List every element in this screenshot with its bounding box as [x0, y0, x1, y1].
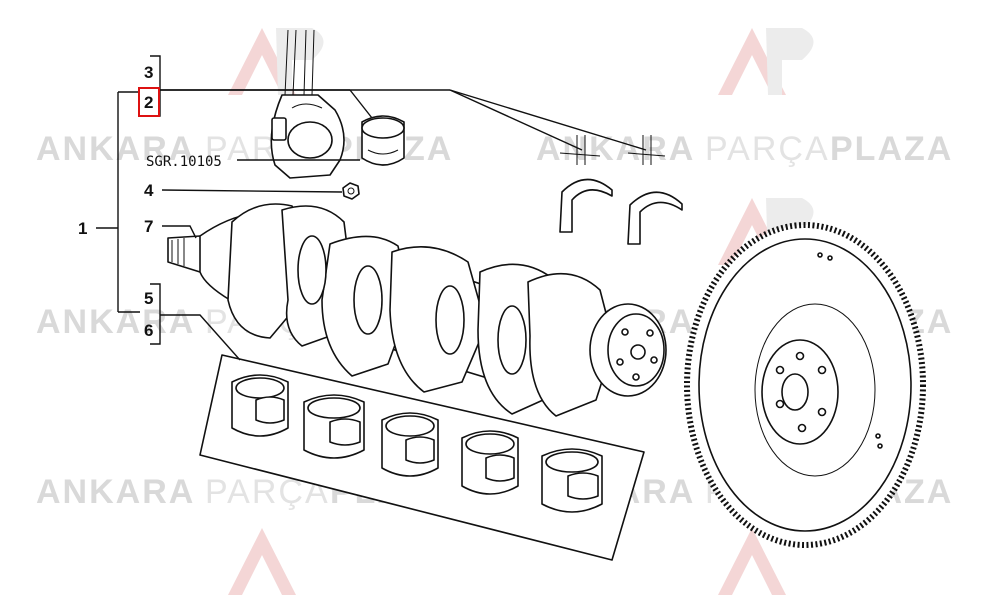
svg-text:ANKARA: ANKARA — [36, 473, 195, 511]
main-bearing-1[interactable] — [231, 374, 289, 437]
svg-text:PLAZA: PLAZA — [830, 130, 953, 168]
callout-7[interactable]: 7 — [144, 217, 153, 236]
main-bearing-3[interactable] — [381, 412, 439, 477]
callout-1[interactable]: 1 — [78, 219, 87, 238]
callout-2-highlight — [138, 87, 160, 117]
conrod-bearing-shell[interactable] — [361, 115, 405, 166]
ref-code-label[interactable]: SGR.10105 — [146, 154, 222, 170]
nut[interactable] — [342, 182, 360, 200]
leader-lines — [96, 55, 647, 361]
main-bearing-4[interactable] — [461, 430, 519, 495]
svg-text:ANKARA: ANKARA — [36, 130, 195, 168]
callout-3[interactable]: 3 — [144, 63, 153, 82]
svg-text:PARÇA: PARÇA — [705, 130, 830, 168]
crankshaft[interactable] — [167, 203, 667, 417]
callout-4[interactable]: 4 — [144, 181, 154, 200]
svg-text:ANKARA: ANKARA — [36, 303, 195, 341]
callout-6[interactable]: 6 — [144, 321, 153, 340]
main-bearing-2[interactable] — [303, 394, 365, 459]
connecting-rod[interactable] — [270, 29, 345, 179]
flywheel[interactable] — [684, 222, 926, 548]
thrust-washer-1[interactable] — [559, 178, 613, 233]
watermark-logo — [228, 28, 814, 595]
svg-text:ANKARA: ANKARA — [536, 130, 695, 168]
thickness-dimension — [559, 135, 666, 165]
callout-2[interactable]: 2 — [144, 93, 153, 112]
callout-5[interactable]: 5 — [144, 289, 153, 308]
main-bearing-5[interactable] — [541, 448, 603, 513]
callout-labels: 1 3 2 SGR.10105 4 7 5 6 — [78, 63, 222, 340]
main-bearings-set[interactable] — [199, 354, 645, 561]
thrust-washer-2[interactable] — [627, 191, 683, 245]
